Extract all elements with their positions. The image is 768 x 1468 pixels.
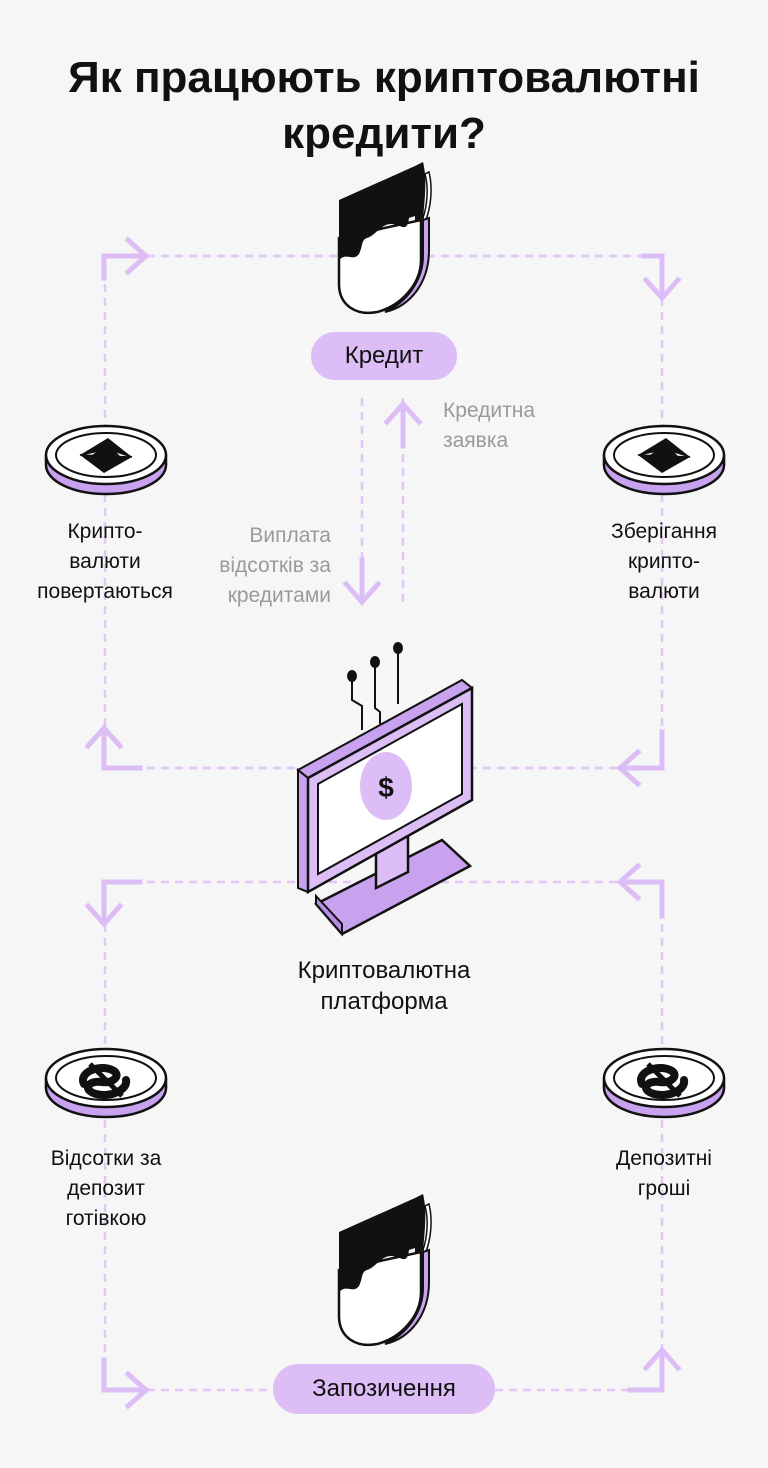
deposit-money-label: Депозитні гроші [616,1147,712,1200]
page-title: Як працюють криптовалютні кредити? [68,53,700,158]
platform-monitor-icon: $ [296,642,474,937]
arrow-top-right [641,253,682,302]
arrow-right-lower [616,862,665,919]
coin-ethereum-left [44,424,168,496]
coin-dollar-left [44,1047,168,1119]
crypto-returned-label: Крипто- валюти повертаються [37,520,173,603]
arrow-credit-up [383,400,423,449]
credit-application-label: Кредитна заявка [443,399,536,452]
borrowing-node: Запозичення [273,1364,495,1414]
borrowing-label: Запозичення [312,1375,456,1402]
coin-dollar-right [602,1047,726,1119]
cash-interest-label: Відсотки за депозит готівкою [50,1147,162,1230]
arrow-bottom-left [101,1357,150,1410]
arrow-top-left [101,236,150,281]
arrow-left-lower [84,879,143,928]
interest-payment-label: Виплата відсотків за кредитами [219,524,331,607]
arrow-left-mid [84,724,143,771]
dollar-symbol: $ [378,772,394,803]
credit-label: Кредит [344,342,424,369]
person-icon-top [337,160,433,315]
person-icon-bottom [337,1192,433,1347]
coin-ethereum-right [602,424,726,496]
arrow-credit-down [342,557,382,606]
credit-node: Кредит [311,332,457,380]
arrow-bottom-right [627,1346,682,1393]
arrow-right-mid [616,729,665,788]
crypto-storage-label: Зберігання крипто- валюти [611,520,717,603]
platform-label: Криптовалютна платформа [297,957,471,1015]
flow-arrows [84,236,682,1410]
